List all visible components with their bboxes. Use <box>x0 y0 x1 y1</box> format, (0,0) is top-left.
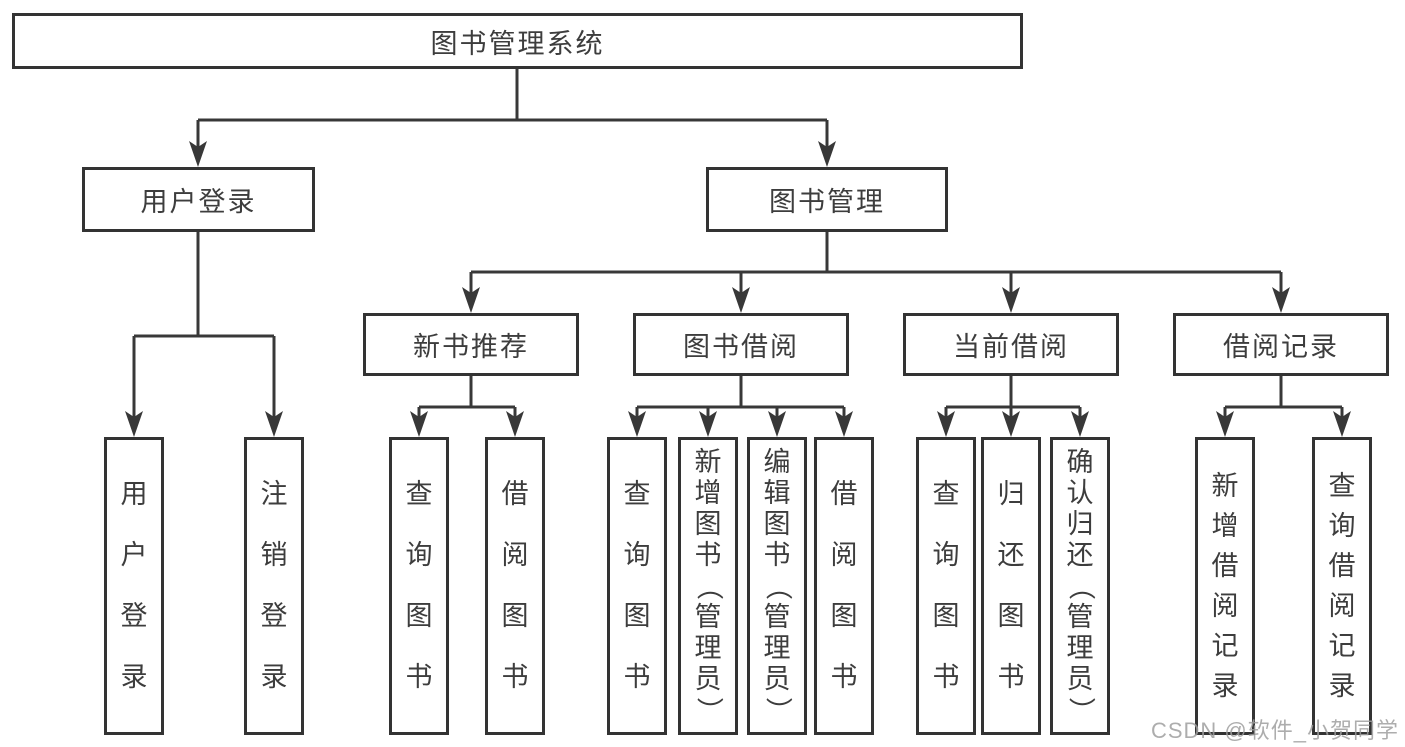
node-label: 注销登录 <box>260 479 288 692</box>
node-label: 借阅图书 <box>501 479 529 692</box>
leaf-logout: 注销登录 <box>244 437 304 735</box>
leaf-borrow-edit-books-admin: 编辑图书（管理员） <box>747 437 807 735</box>
arrowhead <box>699 411 717 437</box>
arrowhead <box>1333 411 1351 437</box>
node-label: 确认归还（管理员） <box>1065 446 1096 724</box>
node-label: 图书借阅 <box>683 332 799 362</box>
node-label: 新书推荐 <box>413 332 529 362</box>
connector-book-mgmt-to-level3 <box>462 232 1290 313</box>
arrowhead <box>732 287 750 313</box>
arrowhead <box>1071 411 1089 437</box>
node-label: 查询借阅记录 <box>1328 470 1356 701</box>
connector-book-borrow-to-leaves <box>628 376 853 437</box>
node-new-book-recommend: 新书推荐 <box>363 313 579 376</box>
arrowhead <box>768 411 786 437</box>
node-current-borrowing: 当前借阅 <box>903 313 1119 376</box>
arrowhead <box>1216 411 1234 437</box>
arrowhead <box>410 411 428 437</box>
leaf-records-query-borrow-record: 查询借阅记录 <box>1312 437 1372 735</box>
node-label: 归还图书 <box>997 479 1025 692</box>
connector-current-borrow-to-leaves <box>937 376 1089 437</box>
node-book-management: 图书管理 <box>706 167 948 232</box>
csdn-watermark: CSDN @软件_小贺同学 <box>1150 718 1399 743</box>
arrowhead <box>189 141 207 167</box>
leaf-user-login: 用户登录 <box>104 437 164 735</box>
leaf-borrow-borrow-books: 借阅图书 <box>814 437 874 735</box>
node-label: 图书管理 <box>769 187 885 217</box>
leaf-records-add-borrow-record: 新增借阅记录 <box>1195 437 1255 735</box>
node-label: 借阅图书 <box>830 479 858 692</box>
arrowhead <box>265 411 283 437</box>
node-label: 当前借阅 <box>953 332 1069 362</box>
leaf-newbook-query-books: 查询图书 <box>389 437 449 735</box>
node-label: 编辑图书（管理员） <box>762 446 793 724</box>
arrowhead <box>125 411 143 437</box>
arrowhead <box>835 411 853 437</box>
arrowhead <box>818 141 836 167</box>
node-label: 新增图书（管理员） <box>693 446 724 724</box>
node-user-login: 用户登录 <box>82 167 315 232</box>
leaf-borrow-add-books-admin: 新增图书（管理员） <box>678 437 738 735</box>
connector-new-books-to-leaves <box>410 376 524 437</box>
leaf-current-query-books: 查询图书 <box>916 437 976 735</box>
node-label: 图书管理系统 <box>430 28 605 59</box>
connector-user-login-to-leaves <box>125 232 283 437</box>
node-label: 查询图书 <box>405 479 433 692</box>
arrowhead <box>1002 411 1020 437</box>
node-label: 借阅记录 <box>1223 332 1339 362</box>
node-book-borrowing: 图书借阅 <box>633 313 849 376</box>
node-label: 查询图书 <box>932 479 960 692</box>
connector-root-to-level2 <box>189 69 836 167</box>
arrowhead <box>1272 287 1290 313</box>
node-label: 新增借阅记录 <box>1211 470 1239 701</box>
leaf-borrow-query-books: 查询图书 <box>607 437 667 735</box>
arrowhead <box>628 411 646 437</box>
arrowhead <box>937 411 955 437</box>
node-label: 用户登录 <box>140 187 257 217</box>
arrowhead <box>506 411 524 437</box>
arrowhead <box>462 287 480 313</box>
node-system-root: 图书管理系统 <box>12 13 1023 69</box>
connector-borrow-records-to-leaves <box>1216 376 1351 437</box>
node-label: 用户登录 <box>120 479 148 692</box>
leaf-current-confirm-return-admin: 确认归还（管理员） <box>1050 437 1110 735</box>
leaf-newbook-borrow-books: 借阅图书 <box>485 437 545 735</box>
leaf-current-return-books: 归还图书 <box>981 437 1041 735</box>
node-label: 查询图书 <box>623 479 651 692</box>
node-borrow-records: 借阅记录 <box>1173 313 1389 376</box>
arrowhead <box>1002 287 1020 313</box>
